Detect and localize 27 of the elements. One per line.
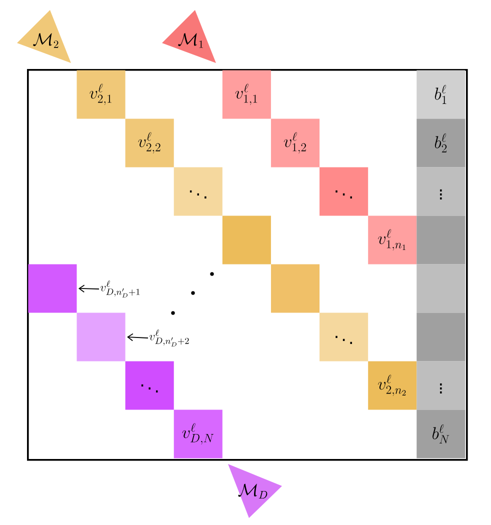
matrix-cell: $\vdots$ [416, 167, 466, 216]
empty-cell [416, 312, 466, 362]
matrix-cell: $v^{\ell}_{2,n_2}$ [368, 361, 417, 410]
matrix-cell: $v^{\ell}_{2,1}$ [76, 70, 126, 119]
arrow [127, 333, 148, 342]
matrix-frame [27, 69, 468, 461]
empty-cell [416, 264, 466, 313]
matrix-cell: $v^{\ell}_{D,N}$ [174, 410, 222, 458]
matrix-cell: $v^{\ell}_{1,n_1}$ [368, 216, 417, 264]
empty-cell [222, 216, 271, 264]
entry-label: $v^{\ell}_{D,n'_D+2}$ [150, 330, 189, 346]
matrix-cell: $v^{\ell}_{1,2}$ [270, 118, 320, 168]
matrix-cell: $b^{\ell}_{N}$ [416, 410, 466, 458]
empty-cell [76, 312, 126, 362]
arrow [78, 284, 100, 293]
matrix-cell: $\ddots$ [125, 361, 174, 410]
entry-label: $v^{\ell}_{D,n'_D+1}$ [100, 280, 140, 298]
matrix-cell: $b^{\ell}_{1}$ [416, 70, 466, 119]
matrix-cell: $b^{\ell}_{2}$ [416, 118, 466, 168]
matrix-cell: $v^{\ell}_{2,2}$ [125, 118, 174, 168]
matrix-cell: $\ddots$ [320, 167, 368, 216]
matrix-cell: $\vdots$ [416, 361, 466, 410]
matrix-cell: $\ddots$ [320, 312, 368, 362]
matrix-cell: $v^{\ell}_{1,1}$ [222, 70, 271, 119]
matrix-cell: $\ddots$ [174, 167, 222, 216]
empty-cell [28, 264, 77, 313]
empty-cell [270, 264, 320, 313]
